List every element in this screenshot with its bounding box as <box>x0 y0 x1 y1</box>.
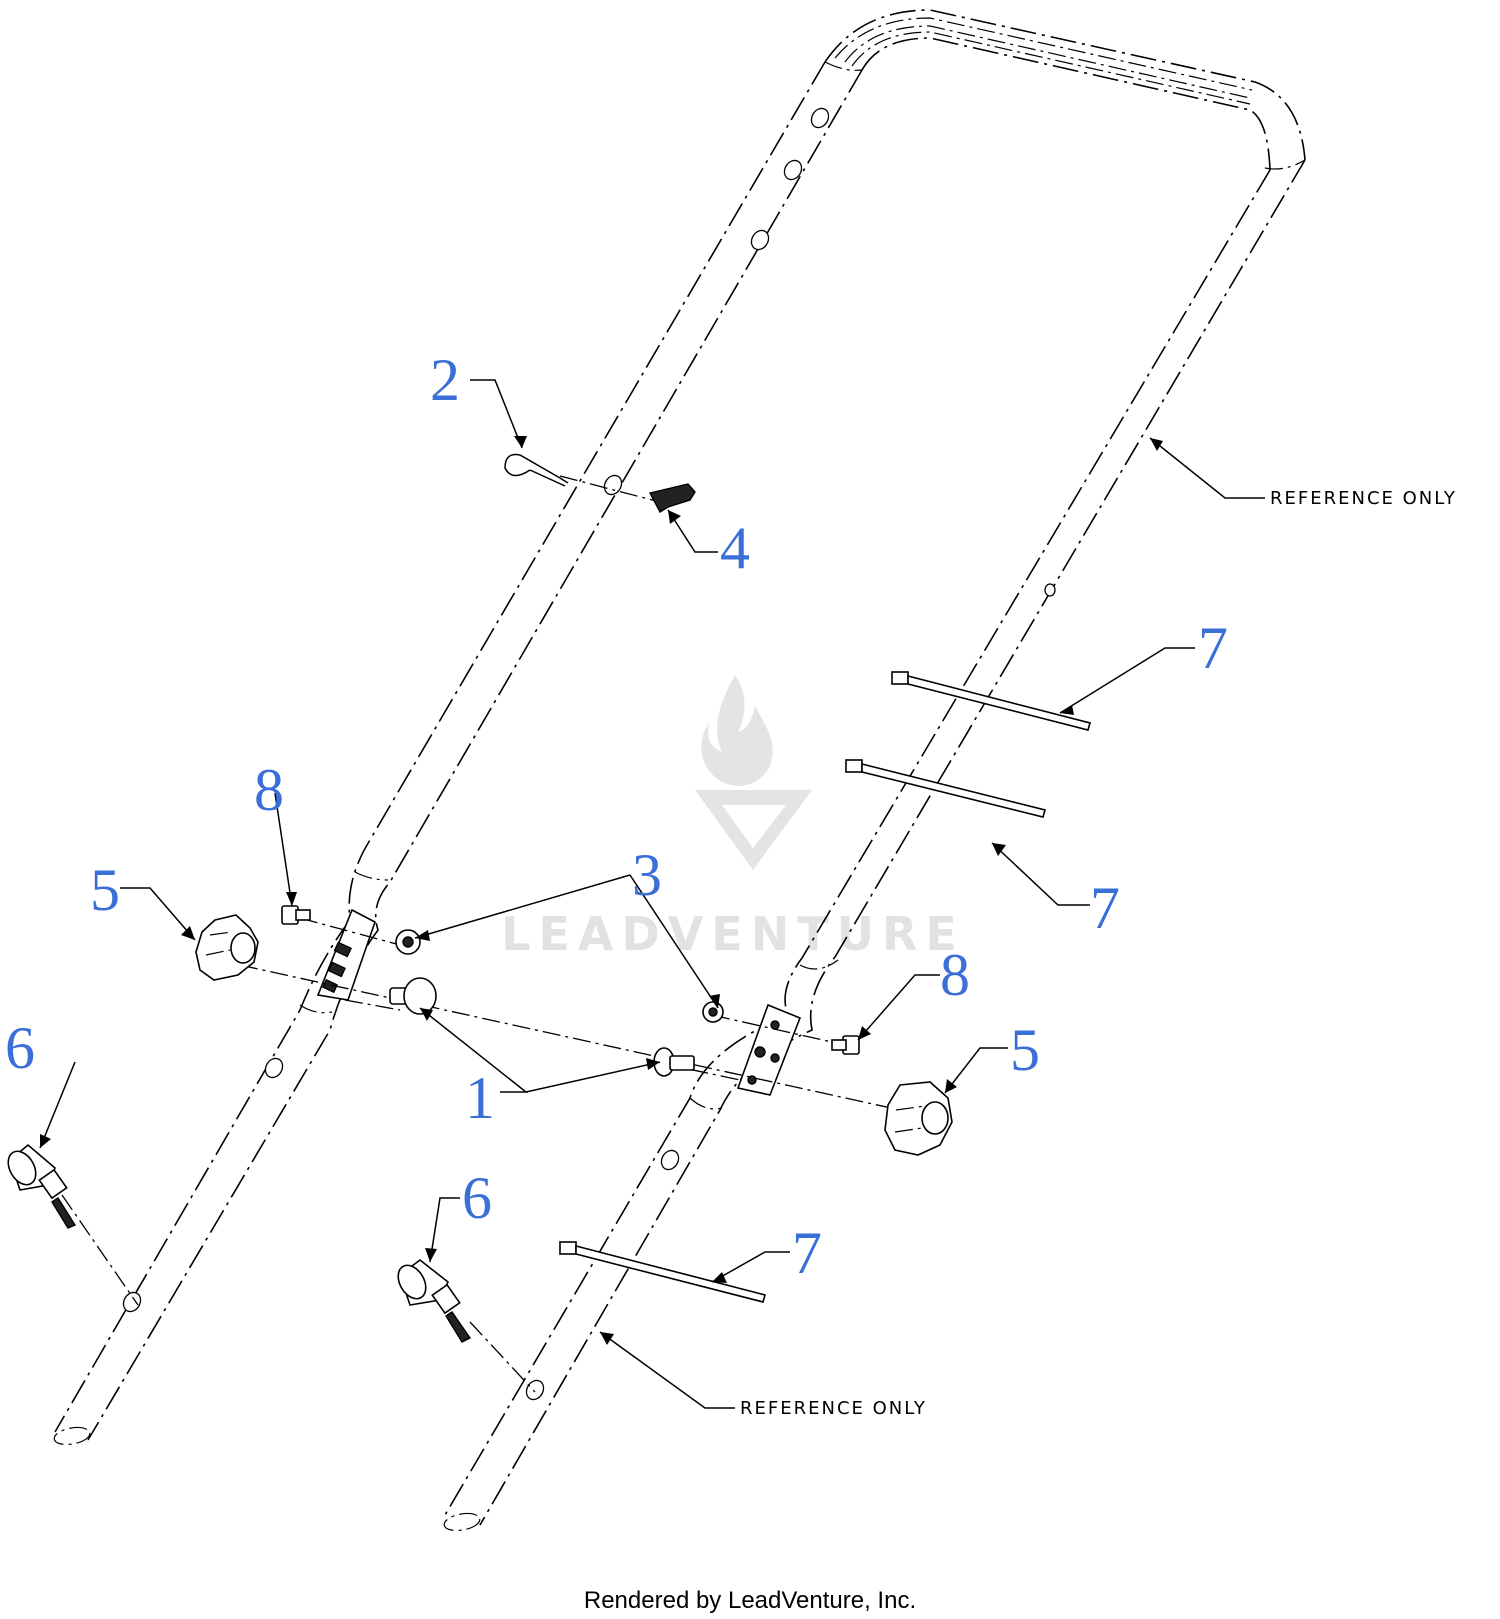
part-8-bolt-right <box>831 1035 860 1055</box>
watermark-v-icon <box>695 790 812 870</box>
right-handle-tube <box>443 159 1306 1532</box>
part-3-nut-left <box>395 929 421 955</box>
callout-4: 4 <box>720 515 750 581</box>
footer-credit: Rendered by LeadVenture, Inc. <box>584 1587 916 1614</box>
part-7-cable-tie-middle <box>845 759 1046 818</box>
callout-5-right: 5 <box>1010 1017 1040 1083</box>
part-7-cable-tie-lower <box>559 1241 766 1303</box>
part-6-thumb-screw-left <box>7 1143 77 1229</box>
callout-labels: 2 4 7 7 8 3 5 8 5 6 1 6 7 <box>5 347 1228 1286</box>
center-lines <box>61 475 901 1393</box>
reference-label-upper: REFERENCE ONLY <box>1270 488 1457 509</box>
part-7-cable-tie-upper <box>891 671 1091 731</box>
callout-7-middle: 7 <box>1090 875 1120 941</box>
watermark-text: LEADVENTURE <box>501 907 965 961</box>
left-bracket <box>316 908 376 1001</box>
callout-5-left: 5 <box>90 857 120 923</box>
watermark-flame-icon <box>701 675 773 786</box>
part-4-wing-fastener <box>648 483 696 513</box>
part-5-knob-left <box>195 914 259 981</box>
part-8-bolt-left <box>281 905 311 925</box>
callout-7-lower: 7 <box>792 1220 822 1286</box>
leader-arrowheads <box>40 436 1163 1345</box>
part-3-nut-right <box>702 1001 724 1023</box>
callout-6-right: 6 <box>462 1165 492 1231</box>
callout-8-right: 8 <box>940 942 970 1008</box>
watermark: LEADVENTURE <box>501 675 965 961</box>
top-bend <box>824 9 1306 171</box>
reference-label-lower: REFERENCE ONLY <box>740 1398 927 1419</box>
part-6-thumb-screw-right <box>397 1258 472 1343</box>
callout-7-upper: 7 <box>1198 615 1228 681</box>
part-1-carriage-bolt-right <box>653 1047 695 1077</box>
part-5-knob-right <box>884 1081 953 1156</box>
tube-holes <box>122 107 1056 1401</box>
callout-8-left: 8 <box>254 757 284 823</box>
leader-lines <box>39 379 1265 1409</box>
part-2-hairpin-clip <box>504 453 569 487</box>
right-bracket <box>736 1003 802 1096</box>
callout-3: 3 <box>632 842 662 908</box>
callout-1: 1 <box>465 1065 495 1131</box>
part-1-carriage-bolt-left <box>389 977 437 1015</box>
callout-6-left: 6 <box>5 1015 35 1081</box>
callout-2: 2 <box>430 347 460 413</box>
